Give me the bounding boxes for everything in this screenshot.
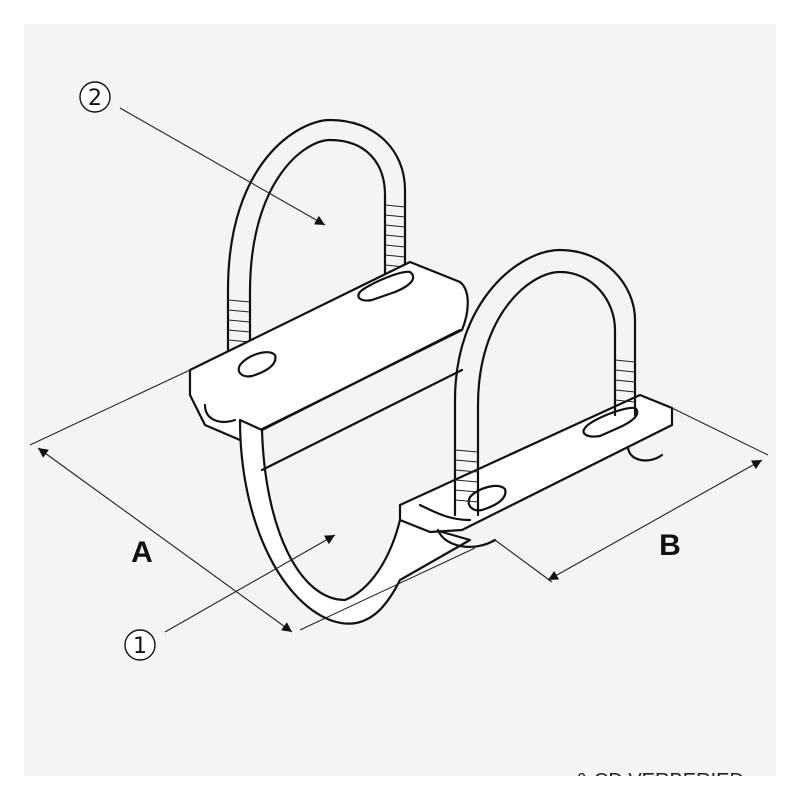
- u-bolt-front: [453, 248, 637, 517]
- callout-1-number: 1: [133, 634, 147, 659]
- dimension-a-label: A: [131, 536, 153, 569]
- callout-2: 2: [79, 81, 326, 226]
- u-bolt-back: [226, 118, 407, 382]
- footer-caption: & CD VERBERIED: [575, 770, 744, 792]
- dimension-b: B: [494, 407, 769, 583]
- dimension-a: A: [29, 369, 476, 633]
- clamp-saddle: [188, 260, 674, 625]
- dimension-b-label: B: [659, 529, 681, 562]
- footer-text: & CD VERBERIED: [575, 770, 744, 792]
- callout-2-number: 2: [88, 86, 102, 111]
- callout-1: 1: [124, 534, 336, 661]
